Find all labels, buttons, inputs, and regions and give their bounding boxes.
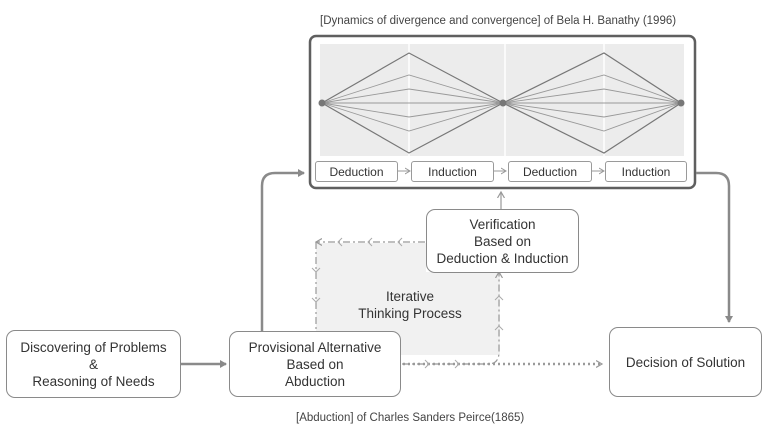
verification-line-2: Based on xyxy=(473,233,532,249)
iterative-line-1: Iterative xyxy=(385,289,435,304)
arrow-provisional-to-frame xyxy=(260,169,305,331)
iterative-region xyxy=(316,243,500,355)
decision-box: Decision of Solution xyxy=(609,327,762,397)
iterative-line-2: Thinking Process xyxy=(358,306,462,321)
provisional-line-1: Provisional Alternative xyxy=(248,339,382,355)
node-dot xyxy=(318,99,326,107)
arrow-frame-to-decision xyxy=(696,171,733,323)
discovering-line-2: & xyxy=(88,356,98,372)
verification-box: Verification Based on Deduction & Induct… xyxy=(426,209,579,273)
verification-line-1: Verification xyxy=(469,216,536,232)
bottom-caption: [Abduction] of Charles Sanders Peirce(18… xyxy=(296,412,525,424)
discovering-line-1: Discovering of Problems xyxy=(20,339,167,355)
provisional-box: Provisional Alternative Based on Abducti… xyxy=(229,331,401,397)
node-dot xyxy=(499,99,507,107)
discovering-box: Discovering of Problems & Reasoning of N… xyxy=(6,330,181,398)
node-dot xyxy=(677,99,685,107)
verification-line-3: Deduction & Induction xyxy=(436,250,569,266)
divergence-diamond-2 xyxy=(502,52,682,154)
provisional-line-2: Based on xyxy=(286,356,344,372)
discovering-line-3: Reasoning of Needs xyxy=(32,373,155,389)
phase-deduction-2: Deduction xyxy=(508,161,592,182)
provisional-line-3: Abduction xyxy=(284,373,346,389)
iterative-label: Iterative Thinking Process xyxy=(340,288,480,322)
top-caption: [Dynamics of divergence and convergence]… xyxy=(320,15,677,27)
phase-deduction-1: Deduction xyxy=(315,161,398,182)
divergence-diamond-1 xyxy=(321,52,504,154)
phase-induction-2: Induction xyxy=(605,161,687,182)
phase-induction-1: Induction xyxy=(411,161,494,182)
iterative-loop-bottom xyxy=(402,272,499,365)
